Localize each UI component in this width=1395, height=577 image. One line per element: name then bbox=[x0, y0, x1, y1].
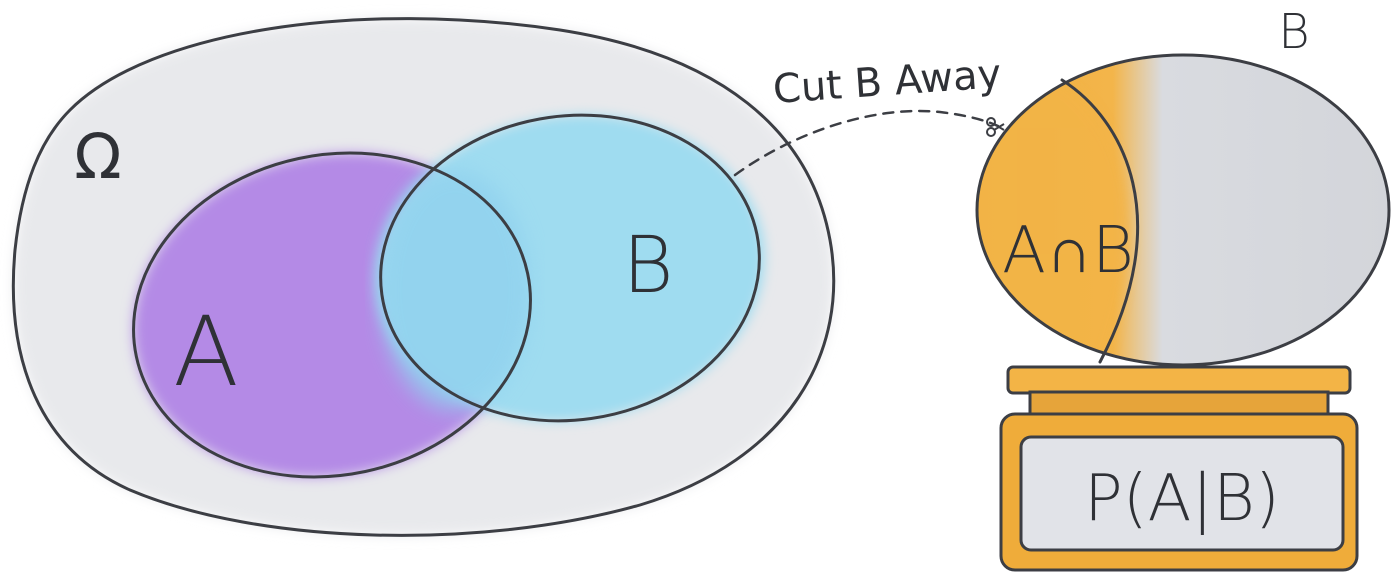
egg-b bbox=[975, 53, 1391, 367]
cut-dashed-arrow bbox=[733, 109, 1000, 177]
scale-display bbox=[1019, 435, 1345, 552]
egg-b-label: B bbox=[1278, 4, 1309, 60]
scale-top-plate bbox=[1006, 365, 1352, 395]
set-b-outline bbox=[379, 113, 761, 423]
set-a-label: A bbox=[173, 296, 239, 408]
set-a-outline bbox=[132, 151, 532, 479]
intersection-boundary bbox=[1060, 78, 1140, 364]
scale-neck bbox=[1028, 390, 1330, 418]
intersection-label: A∩B bbox=[1002, 214, 1134, 288]
omega-label: Ω bbox=[74, 120, 121, 193]
egg-outline bbox=[975, 53, 1391, 367]
scale: P(A|B) bbox=[999, 365, 1359, 572]
omega-outline bbox=[11, 17, 836, 537]
overlap-fill bbox=[380, 170, 530, 410]
scale-display-text: P(A|B) bbox=[1084, 462, 1280, 536]
set-b-label: B bbox=[622, 221, 673, 311]
set-overlap bbox=[380, 170, 530, 410]
scissors-icon bbox=[986, 117, 1005, 137]
cut-caption: Cut B Away bbox=[772, 51, 1003, 113]
